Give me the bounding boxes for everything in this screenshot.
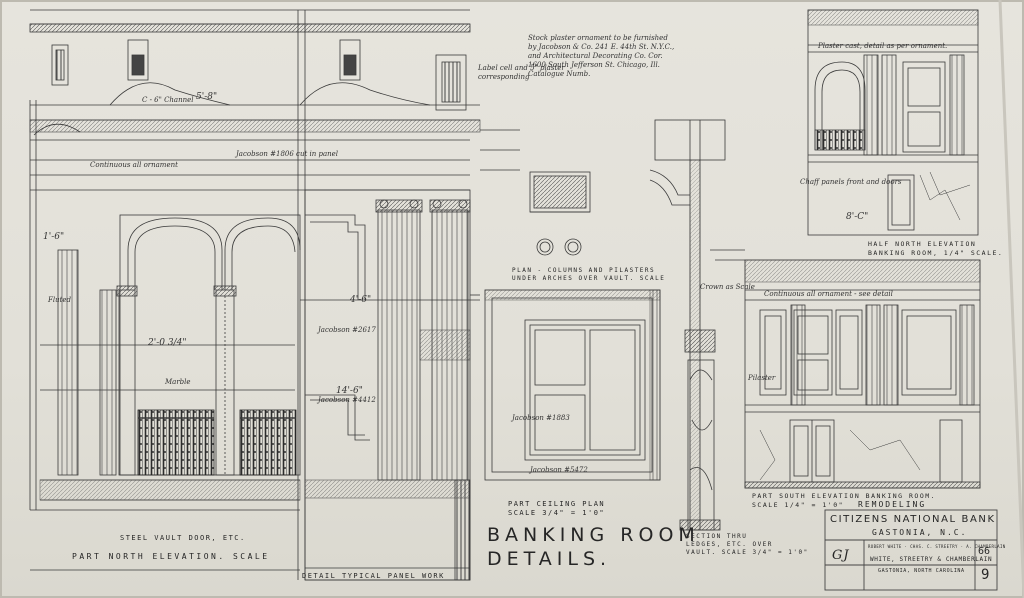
grout-note: Crown as Scale [700, 283, 755, 291]
south-note: Continuous all ornament - see detail [764, 290, 893, 298]
plan-columns-title-2: UNDER ARCHES OVER VAULT. SCALE [512, 275, 666, 282]
plaster-ornament-note: Stock plaster ornament to be furnished b… [528, 34, 675, 78]
ceiling-plan-scale: SCALE 3/4" = 1'0" [508, 509, 606, 517]
detail-panel-title: DETAIL TYPICAL PANEL WORK [302, 572, 445, 580]
title-block-architects: WHITE, STREETRY & CHAMBERLAIN [870, 556, 993, 563]
dim-a: 5'-8" [196, 92, 218, 102]
plan-columns-title: PLAN - COLUMNS AND PILASTERS [512, 267, 656, 274]
title-block-subject: REMODELING [858, 500, 927, 509]
half-north-note: Plaster cast, detail as per ornament. [818, 42, 948, 50]
title-block-city: GASTONIA, N.C. [872, 528, 968, 537]
jacobson-note-e: Jacobson #5472 [530, 466, 588, 474]
section-thru-title-2: LEDGES, ETC. OVER [686, 541, 773, 548]
dim-f: 14'-6" [336, 386, 363, 396]
ornament-note: Continuous all ornament [90, 161, 178, 169]
channel-note: C - 6" Channel [142, 96, 194, 104]
jacobson-note-b: Jacobson #2617 [318, 326, 376, 334]
title-block-bank: CITIZENS NATIONAL BANK [830, 514, 996, 525]
dim-d: 8'-C" [846, 212, 869, 222]
stud-note: Chaff panels front and doors [800, 178, 902, 186]
pilaster-note: Pilaster [748, 374, 776, 382]
jacobson-note-d: Jacobson #1883 [512, 414, 570, 422]
section-thru-title-3: VAULT. SCALE 3/4" = 1'0" [686, 549, 809, 556]
main-title-line1: BANKING ROOM [487, 524, 700, 546]
sheet-number: 9 [981, 567, 990, 583]
title-block-architects-city: GASTONIA, NORTH CAROLINA [878, 568, 965, 574]
dim-b: 2'-0 3/4" [148, 338, 187, 348]
label-cell-note: Label cell and 5" plaster corresponding [478, 64, 565, 81]
ceiling-plan-title: PART CEILING PLAN [508, 500, 606, 508]
title-block-initials: GJ [832, 548, 850, 563]
section-thru-title: SECTION THRU [686, 533, 748, 540]
fluted-note: Fluted [48, 296, 72, 304]
part-south-title: PART SOUTH ELEVATION BANKING ROOM. [752, 492, 937, 500]
jacobson-note-c: Jacobson #4412 [318, 396, 376, 404]
part-north-title: PART NORTH ELEVATION. SCALE [72, 552, 270, 561]
marble-note: Marble [165, 378, 191, 386]
sheet-code: 66 [978, 546, 991, 557]
part-south-scale: SCALE 1/4" = 1'0" [752, 501, 845, 509]
title-block-architects-small: ROBERT WHITE · CHAS. C. STREETRY · A. CH… [868, 544, 1006, 549]
half-north-title-2: BANKING ROOM, 1/4" SCALE. [868, 249, 1004, 257]
jacobson-note-a: Jacobson #1806 cut in panel [236, 150, 339, 158]
steel-vault-title: STEEL VAULT DOOR, ETC. [120, 534, 246, 542]
dim-c: 4'-6" [350, 295, 372, 305]
dim-e: 1'-6" [43, 232, 65, 242]
main-title-line2: DETAILS. [487, 548, 612, 570]
half-north-title: HALF NORTH ELEVATION [868, 240, 977, 248]
